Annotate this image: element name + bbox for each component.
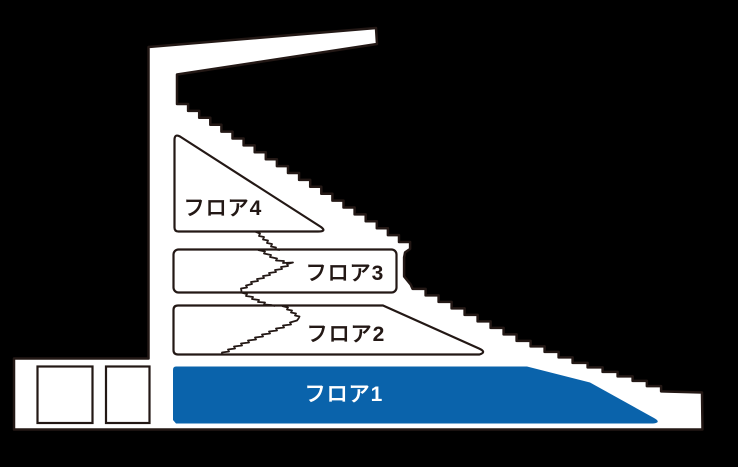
annex-room-left [36, 365, 94, 425]
floor-4-label[interactable]: フロア4 [183, 197, 263, 220]
floor-4-shape[interactable] [173, 134, 325, 233]
floor-2-shape[interactable] [172, 304, 485, 356]
floor-3-shape[interactable] [172, 248, 398, 294]
floor-2-label[interactable]: フロア2 [306, 323, 386, 346]
tear-line-floor4-floor3 [254, 230, 281, 251]
floor-3-label[interactable]: フロア3 [305, 262, 385, 285]
tear-line-floor3-floor2 [240, 291, 276, 307]
floor-1-label[interactable]: フロア1 [304, 383, 384, 406]
tear-line-floor2 [221, 305, 301, 355]
annex-room-right [104, 365, 151, 425]
floor-1-shape[interactable] [173, 366, 658, 424]
tear-line-floor3 [240, 249, 294, 292]
